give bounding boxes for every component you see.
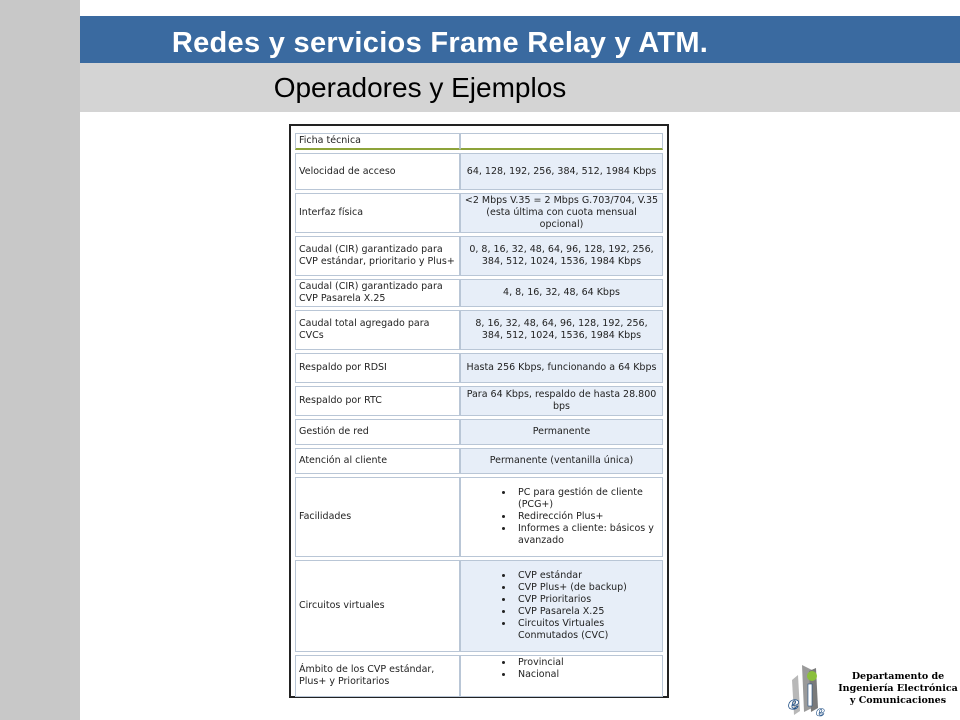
- row-value: Para 64 Kbps, respaldo de hasta 28.800 b…: [460, 386, 663, 416]
- circuitos-list: CVP estándar CVP Plus+ (de backup) CVP P…: [464, 570, 659, 642]
- table-row: Caudal (CIR) garantizado para CVP estánd…: [295, 236, 663, 276]
- row-label: Atención al cliente: [295, 448, 460, 474]
- table-row: Ámbito de los CVP estándar, Plus+ y Prio…: [295, 655, 663, 697]
- row-value: 4, 8, 16, 32, 48, 64 Kbps: [460, 279, 663, 307]
- row-label: Gestión de red: [295, 419, 460, 445]
- spec-sheet-image: Ficha técnica Velocidad de acceso 64, 12…: [289, 124, 669, 698]
- table-row: Interfaz física <2 Mbps V.35 = 2 Mbps G.…: [295, 193, 663, 233]
- list-item: Nacional: [514, 669, 659, 681]
- row-label: Circuitos virtuales: [295, 560, 460, 652]
- row-label: Respaldo por RTC: [295, 386, 460, 416]
- row-label: Caudal (CIR) garantizado para CVP Pasare…: [295, 279, 460, 307]
- row-label: Ámbito de los CVP estándar, Plus+ y Prio…: [295, 655, 460, 697]
- list-item: CVP Prioritarios: [514, 594, 659, 606]
- list-item: CVP estándar: [514, 570, 659, 582]
- row-value: 64, 128, 192, 256, 384, 512, 1984 Kbps: [460, 153, 663, 190]
- facilidades-list: PC para gestión de cliente (PCG+) Redire…: [464, 487, 659, 547]
- list-item: CVP Pasarela X.25: [514, 606, 659, 618]
- ambito-list: Provincial Nacional: [464, 657, 659, 681]
- list-item: Redirección Plus+: [514, 511, 659, 523]
- table-header-label: Ficha técnica: [295, 133, 460, 150]
- list-item: CVP Plus+ (de backup): [514, 582, 659, 594]
- row-value-list: CVP estándar CVP Plus+ (de backup) CVP P…: [460, 560, 663, 652]
- table-row: Velocidad de acceso 64, 128, 192, 256, 3…: [295, 153, 663, 190]
- table-row: Respaldo por RTC Para 64 Kbps, respaldo …: [295, 386, 663, 416]
- table-row: Caudal total agregado para CVCs 8, 16, 3…: [295, 310, 663, 350]
- spec-table: Ficha técnica Velocidad de acceso 64, 12…: [295, 130, 663, 700]
- list-item: Informes a cliente: básicos y avanzado: [514, 523, 659, 547]
- eie-logo-icon: e e: [788, 665, 825, 717]
- svg-text:e: e: [788, 693, 799, 714]
- row-label: Interfaz física: [295, 193, 460, 233]
- table-row: Gestión de red Permanente: [295, 419, 663, 445]
- list-item: Provincial: [514, 657, 659, 669]
- table-row: Caudal (CIR) garantizado para CVP Pasare…: [295, 279, 663, 307]
- list-item: Circuitos Virtuales Conmutados (CVC): [514, 618, 659, 642]
- list-item: PC para gestión de cliente (PCG+): [514, 487, 659, 511]
- table-row: Respaldo por RDSI Hasta 256 Kbps, funcio…: [295, 353, 663, 383]
- row-value-list: PC para gestión de cliente (PCG+) Redire…: [460, 477, 663, 557]
- row-value-list: Provincial Nacional: [460, 655, 663, 697]
- row-value: Permanente: [460, 419, 663, 445]
- row-label: Caudal (CIR) garantizado para CVP estánd…: [295, 236, 460, 276]
- row-value: Hasta 256 Kbps, funcionando a 64 Kbps: [460, 353, 663, 383]
- slide-subtitle: Operadores y Ejemplos: [273, 72, 567, 103]
- row-label: Caudal total agregado para CVCs: [295, 310, 460, 350]
- table-row: Facilidades PC para gestión de cliente (…: [295, 477, 663, 557]
- table-row: Circuitos virtuales CVP estándar CVP Plu…: [295, 560, 663, 652]
- slide-title: Redes y servicios Frame Relay y ATM.: [171, 27, 709, 59]
- table-row: Atención al cliente Permanente (ventanil…: [295, 448, 663, 474]
- row-value: <2 Mbps V.35 = 2 Mbps G.703/704, V.35 (e…: [460, 193, 663, 233]
- svg-text:e: e: [816, 704, 825, 717]
- row-value: Permanente (ventanilla única): [460, 448, 663, 474]
- department-line: Ingeniería Electrónica: [838, 683, 958, 694]
- row-value: 8, 16, 32, 48, 64, 96, 128, 192, 256, 38…: [460, 310, 663, 350]
- row-label: Facilidades: [295, 477, 460, 557]
- row-label: Respaldo por RDSI: [295, 353, 460, 383]
- table-header-blank: [460, 133, 663, 150]
- department-line: Departamento de: [851, 671, 945, 682]
- row-label: Velocidad de acceso: [295, 153, 460, 190]
- department-label: Departamento de Ingeniería Electrónica y…: [836, 671, 960, 707]
- subtitle-band: [80, 63, 960, 112]
- table-header-row: Ficha técnica: [295, 133, 663, 150]
- title-band: [80, 16, 960, 63]
- department-line: y Comunicaciones: [849, 695, 947, 706]
- row-value: 0, 8, 16, 32, 48, 64, 96, 128, 192, 256,…: [460, 236, 663, 276]
- left-side-bar: [0, 0, 80, 720]
